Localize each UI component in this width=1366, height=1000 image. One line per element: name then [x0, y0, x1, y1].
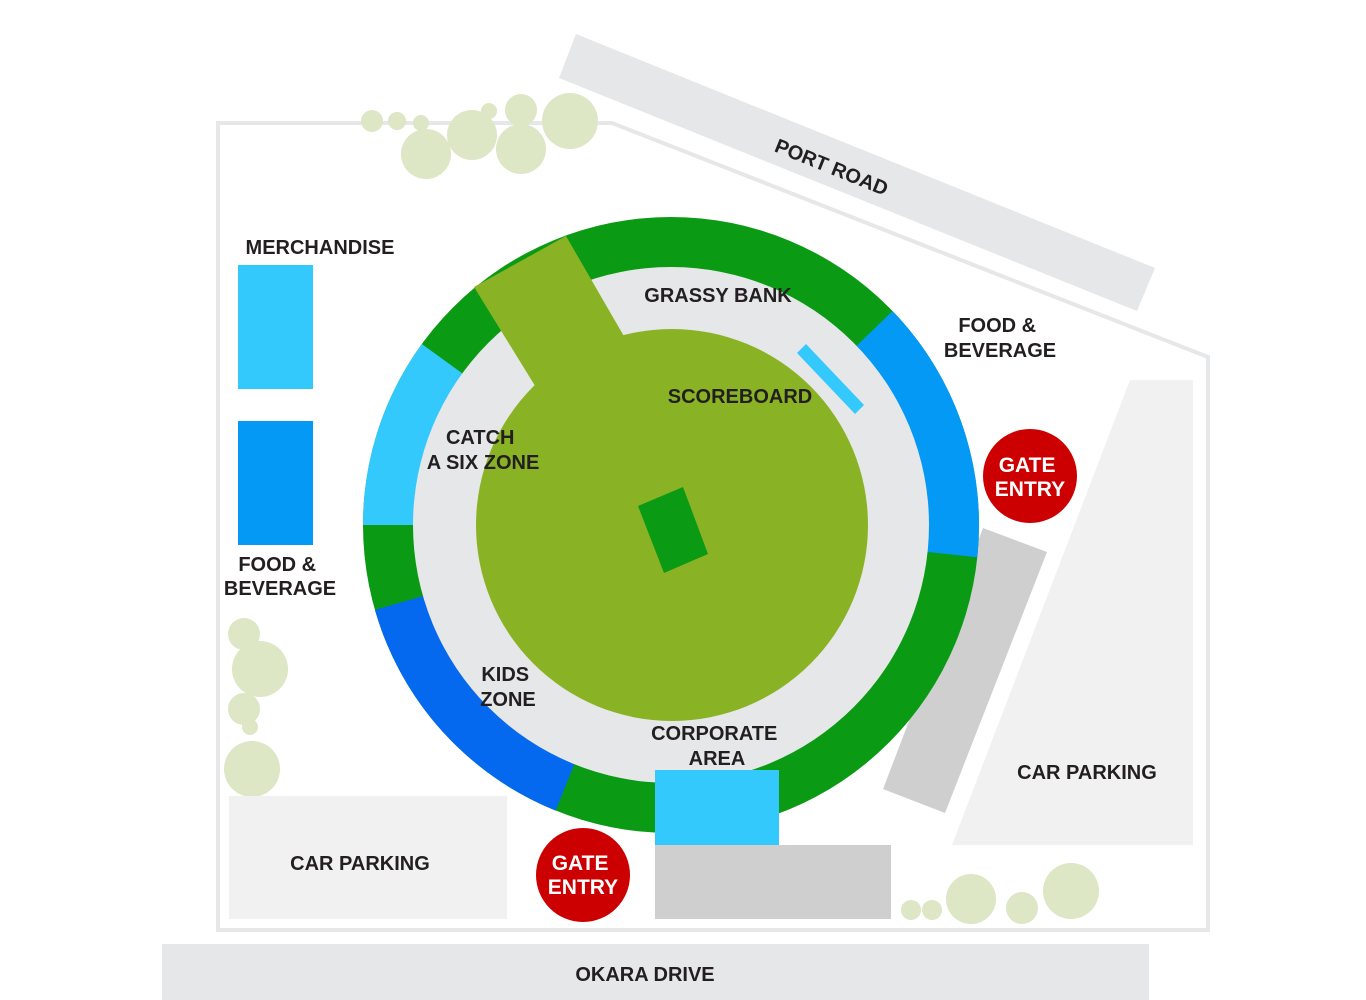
car-parking-right: CAR PARKING	[952, 380, 1193, 845]
pitch	[638, 487, 708, 573]
car-parking-left: CAR PARKING	[229, 796, 507, 919]
corporate-area-label: CORPORATE AREA	[651, 723, 783, 770]
svg-text:GATE ENTRY: GATE ENTRY	[995, 454, 1065, 501]
food-beverage-right-line-1: FOOD &	[958, 315, 1036, 337]
merchandise-block	[238, 265, 313, 389]
corporate-area-block	[655, 770, 779, 845]
kids-zone-line-1: KIDS	[481, 664, 529, 686]
kids-zone-ring	[374, 595, 576, 811]
gate-entry-bottom-line-1: GATE	[552, 852, 609, 875]
food-beverage-left-line-1: FOOD &	[238, 554, 316, 576]
food-beverage-left-block	[238, 421, 313, 545]
okara-drive-label: OKARA DRIVE	[575, 964, 714, 986]
car-parking-right-label: CAR PARKING	[1017, 762, 1157, 784]
car-parking-left-label: CAR PARKING	[290, 853, 430, 875]
catch-a-six-zone-line-1: CATCH	[446, 427, 515, 449]
gate-entry-right: GATE ENTRY	[983, 429, 1077, 523]
catch-a-six-zone-line-2: A SIX ZONE	[427, 452, 540, 474]
grandstand-east	[883, 528, 1047, 813]
trees-bottom	[901, 863, 1099, 924]
catch-a-six-zone-label: CATCH A SIX ZONE	[427, 427, 540, 474]
merchandise-label: MERCHANDISE	[246, 237, 395, 259]
kids-zone-label: KIDS ZONE	[480, 664, 536, 711]
grandstand-south	[655, 845, 891, 919]
food-beverage-right-label: FOOD & BEVERAGE	[944, 315, 1056, 362]
food-beverage-right-line-2: BEVERAGE	[944, 340, 1056, 362]
gate-entry-right-line-1: GATE	[999, 454, 1056, 477]
okara-drive: OKARA DRIVE	[162, 944, 1149, 1000]
trees-top	[361, 93, 598, 179]
corporate-area-line-1: CORPORATE	[651, 723, 777, 745]
scoreboard	[797, 344, 864, 414]
food-beverage-left-label: FOOD & BEVERAGE	[224, 554, 336, 600]
scoreboard-label: SCOREBOARD	[668, 386, 812, 408]
kids-zone-line-2: ZONE	[480, 689, 536, 711]
gate-entry-right-line-2: ENTRY	[995, 478, 1065, 501]
food-beverage-ring	[854, 311, 980, 558]
food-beverage-left-line-2: BEVERAGE	[224, 578, 336, 600]
trees-left	[224, 618, 288, 797]
gate-entry-bottom: GATE ENTRY	[536, 828, 630, 922]
gate-entry-bottom-line-2: ENTRY	[548, 876, 618, 899]
svg-text:GATE ENTRY: GATE ENTRY	[548, 852, 618, 899]
corporate-area-line-2: AREA	[689, 748, 746, 770]
catch-a-six-zone-ring	[363, 343, 465, 525]
grassy-bank-label: GRASSY BANK	[644, 285, 792, 307]
